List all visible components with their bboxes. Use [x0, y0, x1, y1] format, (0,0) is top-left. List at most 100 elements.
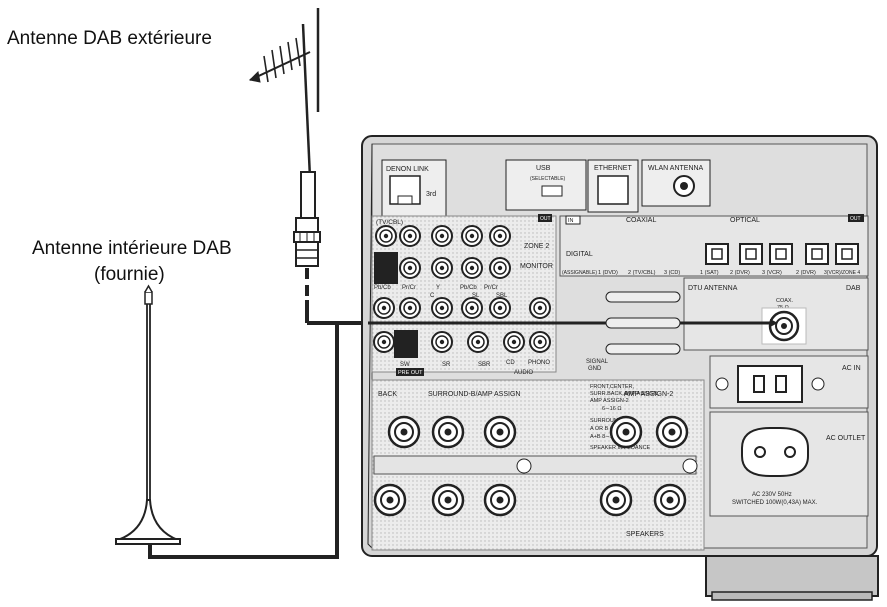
coax-input-1-label: 1 (DVD): [598, 270, 618, 276]
rca-jack-17: [373, 331, 395, 353]
optical-label: OPTICAL: [730, 217, 760, 224]
preout-sbl-label: SBL: [496, 293, 508, 299]
audio-label: AUDIO: [514, 370, 533, 376]
optical-output-1-label: 2 (DVR): [796, 270, 816, 276]
usb-sub-label: (SELECTABLE): [530, 176, 566, 182]
indoor-antenna-cable: [148, 321, 368, 559]
rca-jack-19: [431, 331, 453, 353]
coaxial-label: COAXIAL: [626, 217, 656, 224]
speaker-post-1: [387, 415, 421, 449]
pre-out-label: PRE OUT: [398, 370, 423, 376]
speaker-impedance-label: SPEAKER IMPEDANCE: [590, 445, 651, 451]
rca-jack-12: [399, 297, 421, 319]
speaker-post-6: [373, 483, 407, 517]
speaker-posts: [373, 415, 689, 517]
video-out-badge: [538, 214, 552, 222]
monitor-label: MONITOR: [520, 263, 553, 270]
pre-out-badge: [396, 368, 424, 376]
preout-sw-label: SW: [400, 362, 410, 368]
sw-highlight-block: [394, 330, 418, 358]
rca-jack-13: [431, 297, 453, 319]
optical-jack-4: [805, 243, 829, 265]
signal-gnd-label-2: GND: [588, 366, 602, 372]
optical-output-2-label: 3(VCR)/ZONE 4: [824, 270, 860, 276]
usb-box: [505, 159, 587, 211]
rca-jack-9: [461, 257, 483, 279]
rca-jack-2: [399, 225, 421, 247]
rca-jack-22: [529, 331, 551, 353]
rca-jack-1: [375, 225, 397, 247]
front-center-line2: SURR.BACK,AMP ASSIGN,: [590, 391, 659, 397]
optical-input-2-label: 2 (DVR): [730, 270, 750, 276]
speaker-post-9: [599, 483, 633, 517]
dtu-antenna-label: DTU ANTENNA: [688, 285, 738, 292]
indoor-antenna-label-line2: (fournie): [94, 264, 165, 285]
back-label: BACK: [378, 391, 397, 398]
dab-label: DAB: [846, 285, 861, 292]
coax-input-2-label: 2 (TV/CBL): [628, 270, 656, 276]
speaker-post-7: [431, 483, 465, 517]
surround-b-label: SURROUND-B/AMP ASSIGN: [428, 391, 520, 398]
rca-jack-5: [489, 225, 511, 247]
ethernet-port: [597, 175, 629, 205]
ac-outlet-socket: [741, 427, 809, 477]
preout-sl-label: SL: [472, 293, 480, 299]
ethernet-label: ETHERNET: [594, 165, 632, 172]
video-highlight-block: [374, 252, 398, 284]
optical-jacks: [705, 243, 859, 265]
rca-jack-10: [489, 257, 511, 279]
surround-line1: SURROUND: [590, 418, 622, 424]
amp-assign2-label: AMP ASSIGN-2: [624, 391, 673, 398]
speakers-label: SPEAKERS: [626, 531, 664, 538]
wlan-antenna-label: WLAN ANTENNA: [648, 165, 704, 172]
optical-jack-5: [835, 243, 859, 265]
surround-line2: A OR B 6∼16 Ω: [590, 426, 629, 432]
optical-input-3-label: 3 (VCR): [762, 270, 782, 276]
screw-1: [516, 458, 532, 474]
signal-gnd-label-1: SIGNAL: [586, 359, 609, 365]
vent-slot-2: [605, 317, 681, 329]
ac-spec-line1: AC 230V 50Hz: [752, 492, 792, 498]
denon-link-label: DENON LINK: [386, 166, 429, 173]
speaker-post-8: [483, 483, 517, 517]
digital-in-badge: [565, 215, 581, 225]
front-center-line3: AMP ASSIGN-2: [590, 398, 629, 404]
video-label-3: Y: [436, 285, 440, 291]
front-center-line1: FRONT,CENTER,: [590, 384, 634, 390]
digital-out-label: OUT: [850, 216, 861, 222]
video-label-4: Pb/Cb: [460, 285, 477, 291]
rca-jack-8: [431, 257, 453, 279]
optical-input-1-label: 1 (SAT): [700, 270, 719, 276]
video-label-2: Pr/Cr: [402, 285, 416, 291]
speaker-post-5: [655, 415, 689, 449]
digital-label: DIGITAL: [566, 251, 593, 258]
audio-cd-label: CD: [506, 360, 515, 366]
front-center-line4: 6∼16 Ω: [602, 406, 621, 412]
rca-jack-15: [489, 297, 511, 319]
optical-jack-1: [705, 243, 729, 265]
ac-in-socket: [715, 365, 825, 403]
indoor-antenna-icon: [115, 284, 181, 545]
dab-antenna-jack: [768, 310, 800, 342]
speaker-post-2: [431, 415, 465, 449]
denon-link-port: [381, 159, 447, 219]
outdoor-antenna-cable: [305, 268, 368, 325]
speaker-divider-strip: [373, 455, 697, 475]
video-label-5: Pr/Cr: [484, 285, 498, 291]
usb-label: USB: [536, 165, 551, 172]
assignable-label: (ASSIGNABLE): [562, 270, 597, 276]
preout-sbr-label: SBR: [478, 362, 491, 368]
rca-jack-21: [503, 331, 525, 353]
vent-slot-1: [605, 291, 681, 303]
optical-jack-2: [739, 243, 763, 265]
digital-in-label: IN: [568, 218, 574, 224]
speaker-post-3: [483, 415, 517, 449]
ac-in-label: AC IN: [842, 365, 861, 372]
preout-c-label: C: [430, 293, 435, 299]
ac-outlet-label: AC OUTLET: [826, 435, 866, 442]
outdoor-antenna-icon: [248, 8, 320, 179]
rca-jack-4: [461, 225, 483, 247]
third-label: 3rd: [426, 191, 436, 198]
speaker-post-10: [653, 483, 687, 517]
